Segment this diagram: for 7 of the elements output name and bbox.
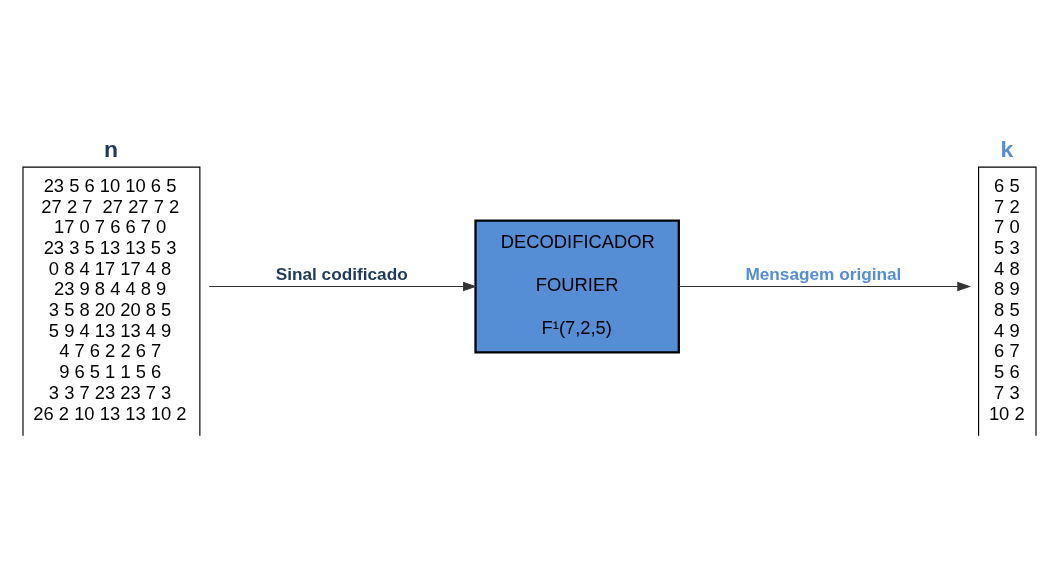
arrow: [208, 281, 477, 292]
node-text: n 23 5 6 10 10 6 5 27 2 7 27 27 7 2 17 0 7 6 6 7 0 23 3 5 13 13 5 3 0 8 4 17 17 4 8 23 9 8 4 4 8 9 3 5 8 20 20 8 5 5 9 4 13 13 4 9 4 7 6 2 2 6 7 9 6 5 1 1 5 6 3 3 7 23 23 7 3 26 2 10 13 13 10 2: [33, 135, 187, 424]
edge-label: Mensagem original: [745, 263, 902, 284]
node-text: k 6 5 7 2 7 0 5 3 4 8 8 9 8 5 4 9 6 7 5 6 7 3 10 2: [988, 135, 1025, 424]
arrow: [678, 281, 972, 292]
edge-label: Sinal codificado: [275, 263, 408, 284]
node-box: DECODIFICADOR FOURIER F¹(7,2,5): [474, 219, 680, 354]
